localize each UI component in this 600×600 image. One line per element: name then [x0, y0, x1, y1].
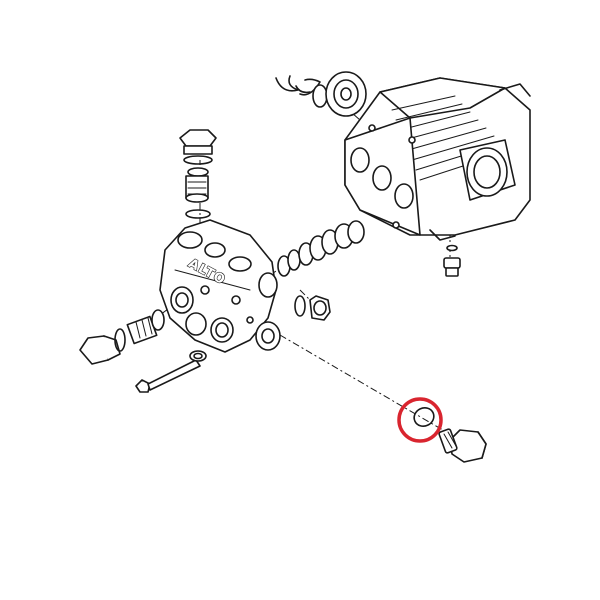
piston-seal-stack [277, 220, 365, 277]
side-valve-body [126, 309, 165, 345]
crankcase-seal-set [275, 71, 367, 117]
side-valve-o-ring [114, 328, 126, 352]
crankcase-housing [344, 77, 531, 241]
long-bolt [135, 350, 207, 393]
top-valve-o-ring [185, 209, 211, 219]
highlight-circle [397, 397, 443, 443]
top-valve-body [185, 167, 209, 203]
pump-head-manifold [159, 219, 281, 353]
small-plug [294, 295, 331, 321]
drain-plug-o-ring [413, 407, 435, 427]
drain-plug [438, 428, 487, 463]
side-plug-left [79, 335, 121, 365]
crankcase-drain-plug [443, 244, 461, 277]
top-valve-cap [179, 129, 217, 165]
